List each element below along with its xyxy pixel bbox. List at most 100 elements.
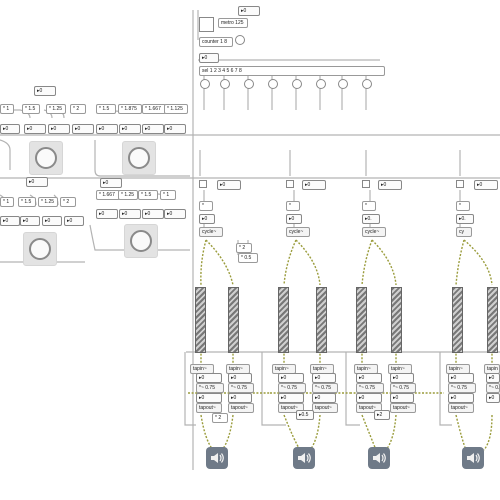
- metro-object[interactable]: metro 125: [218, 18, 248, 28]
- group4-num-3[interactable]: ▸0: [142, 209, 164, 219]
- sel-bang-7[interactable]: [338, 79, 348, 89]
- group3-num-2[interactable]: ▸0: [20, 216, 40, 226]
- group1-number[interactable]: ▸0: [34, 86, 56, 96]
- voice1-toggle[interactable]: [199, 180, 207, 188]
- voice4-freq-number[interactable]: ▸0.: [456, 214, 474, 224]
- voice3-dac[interactable]: [368, 447, 390, 469]
- group4-mul-3[interactable]: * 1.5: [138, 190, 158, 200]
- group4-mul-4[interactable]: * 1: [160, 190, 176, 200]
- group2-mul-1[interactable]: * 1.5: [96, 104, 116, 114]
- voice3-toggle[interactable]: [362, 180, 370, 188]
- group3-dial[interactable]: [23, 232, 57, 266]
- group3-mul-1[interactable]: * 1: [0, 197, 14, 207]
- group4-number[interactable]: ▸0: [100, 178, 122, 188]
- voice2-cycle[interactable]: cycle~: [286, 227, 310, 237]
- voice1-multiply[interactable]: *: [199, 201, 213, 211]
- voice2-tap-num-3[interactable]: ▸0: [278, 393, 304, 403]
- group1-num-2[interactable]: ▸0: [24, 124, 46, 134]
- group2-mul-2[interactable]: * 1.875: [118, 104, 142, 114]
- sel-bang-5[interactable]: [292, 79, 302, 89]
- voice1-feedback[interactable]: *~ 0.75: [196, 383, 224, 393]
- group4-dial[interactable]: [124, 224, 158, 258]
- voice1-dac[interactable]: [206, 447, 228, 469]
- group3-num-1[interactable]: ▸0: [0, 216, 20, 226]
- voice1-times[interactable]: * 2: [236, 243, 252, 253]
- sel-bang-3[interactable]: [244, 79, 254, 89]
- voice3-tap-num-2[interactable]: ▸0: [390, 373, 414, 383]
- group3-num-3[interactable]: ▸0: [42, 216, 62, 226]
- voice2-freq-number[interactable]: ▸0: [286, 214, 302, 224]
- group2-mul-3[interactable]: * 1.667: [142, 104, 166, 114]
- group4-num-1[interactable]: ▸0: [96, 209, 118, 219]
- voice1-tapout-2[interactable]: tapout~: [228, 403, 254, 413]
- group2-num-1[interactable]: ▸0: [96, 124, 118, 134]
- voice1-freq-number[interactable]: ▸0: [199, 214, 215, 224]
- voice2-dac[interactable]: [293, 447, 315, 469]
- voice3-number[interactable]: ▸0: [378, 180, 402, 190]
- voice1-number[interactable]: ▸0: [217, 180, 241, 190]
- voice2-number[interactable]: ▸0: [302, 180, 326, 190]
- group2-num-3[interactable]: ▸0: [142, 124, 164, 134]
- group1-num-4[interactable]: ▸0: [72, 124, 94, 134]
- voice3-tapout[interactable]: tapout~: [356, 403, 382, 413]
- voice2-feedback-2[interactable]: *~ 0.75: [312, 383, 338, 393]
- group1-mul-1[interactable]: * 1: [0, 104, 14, 114]
- voice2-tapout-2[interactable]: tapout~: [312, 403, 338, 413]
- group2-num-4[interactable]: ▸0: [164, 124, 186, 134]
- voice4-cycle[interactable]: cy: [456, 227, 472, 237]
- voice1-out-mul[interactable]: * 2: [212, 413, 228, 423]
- voice3-freq-number[interactable]: ▸0.: [362, 214, 380, 224]
- group3-mul-3[interactable]: * 1.25: [38, 197, 58, 207]
- group4-num-4[interactable]: ▸0: [164, 209, 186, 219]
- bang-button[interactable]: [235, 35, 245, 45]
- voice4-tapout[interactable]: tapout~: [448, 403, 474, 413]
- voice3-feedback[interactable]: *~ 0.75: [356, 383, 384, 393]
- group1-mul-3[interactable]: * 1.25: [46, 104, 66, 114]
- voice3-out-number[interactable]: ▸2: [374, 410, 390, 420]
- toggle-metro[interactable]: [199, 17, 214, 32]
- voice1-tap-num-4[interactable]: ▸0: [228, 393, 252, 403]
- counter-output-number[interactable]: ▸0: [199, 53, 219, 63]
- voice3-tap-num-3[interactable]: ▸0: [356, 393, 382, 403]
- voice4-feedback[interactable]: *~ 0.75: [448, 383, 476, 393]
- sel-bang-8[interactable]: [362, 79, 372, 89]
- group3-num-4[interactable]: ▸0: [64, 216, 84, 226]
- group2-dial[interactable]: [122, 141, 156, 175]
- voice2-tap-num-1[interactable]: ▸0: [278, 373, 304, 383]
- voice3-multiply[interactable]: *: [362, 201, 376, 211]
- voice3-tap-num-4[interactable]: ▸0: [390, 393, 414, 403]
- voice1-cycle[interactable]: cycle~: [199, 227, 223, 237]
- voice1-tap-num-1[interactable]: ▸0: [196, 373, 222, 383]
- group2-num-2[interactable]: ▸0: [119, 124, 141, 134]
- group1-mul-2[interactable]: * 1.5: [22, 104, 40, 114]
- voice3-tapout-2[interactable]: tapout~: [390, 403, 416, 413]
- sel-object[interactable]: sel 1 2 3 4 5 6 7 8: [199, 66, 385, 76]
- sel-bang-2[interactable]: [220, 79, 230, 89]
- voice4-tap-num-4[interactable]: ▸0: [486, 393, 500, 403]
- group1-num-1[interactable]: ▸0: [0, 124, 20, 134]
- voice3-tap-num-1[interactable]: ▸0: [356, 373, 382, 383]
- voice4-feedback-2[interactable]: *~ 0.: [486, 383, 500, 393]
- group1-mul-4[interactable]: * 2: [70, 104, 86, 114]
- group4-num-2[interactable]: ▸0: [119, 209, 141, 219]
- voice2-tap-num-4[interactable]: ▸0: [312, 393, 336, 403]
- voice1-tap-num-3[interactable]: ▸0: [196, 393, 222, 403]
- sel-bang-6[interactable]: [316, 79, 326, 89]
- voice1-tap-num-2[interactable]: ▸0: [228, 373, 252, 383]
- group2-mul-4[interactable]: * 1.125: [164, 104, 188, 114]
- counter-number[interactable]: ▸0: [238, 6, 260, 16]
- sel-bang-1[interactable]: [200, 79, 210, 89]
- voice1-gain[interactable]: * 0.5: [238, 253, 258, 263]
- voice1-tapout[interactable]: tapout~: [196, 403, 222, 413]
- voice2-feedback[interactable]: *~ 0.75: [278, 383, 306, 393]
- counter-object[interactable]: counter 1 8: [199, 37, 233, 47]
- voice2-tapout[interactable]: tapout~: [278, 403, 304, 413]
- group3-mul-2[interactable]: * 1.5: [18, 197, 36, 207]
- group4-mul-1[interactable]: * 1.667: [96, 190, 120, 200]
- voice2-multiply[interactable]: *: [286, 201, 300, 211]
- voice4-multiply[interactable]: *: [456, 201, 470, 211]
- voice3-feedback-2[interactable]: *~ 0.75: [390, 383, 416, 393]
- voice3-cycle[interactable]: cycle~: [362, 227, 386, 237]
- group1-dial[interactable]: [29, 141, 63, 175]
- group3-mul-4[interactable]: * 2: [60, 197, 76, 207]
